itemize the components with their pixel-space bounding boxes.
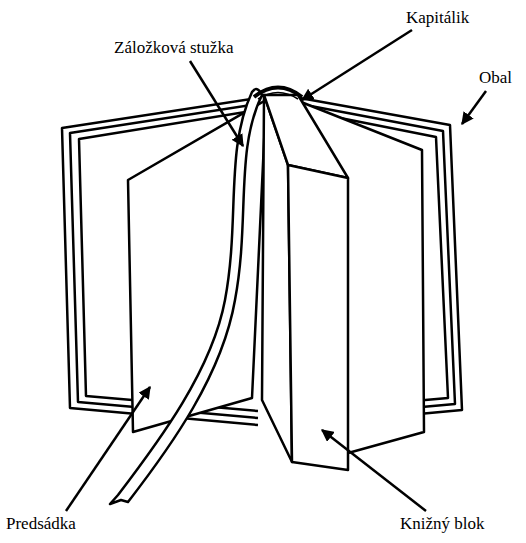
part-label: Knižný blok xyxy=(398,514,487,534)
bookmark-ribbon xyxy=(110,89,262,504)
part-label: Záložková stužka xyxy=(112,38,235,58)
book-block-top xyxy=(264,95,348,178)
headband-inner xyxy=(258,93,298,100)
book-drawing xyxy=(62,88,462,505)
leader-arrow xyxy=(66,387,150,511)
part-label: Predsádka xyxy=(4,514,78,534)
book-block-front xyxy=(288,165,348,470)
part-label: Kapitálik xyxy=(404,8,471,28)
leader-arrow xyxy=(190,61,243,146)
leader-arrow xyxy=(462,91,486,124)
part-label: Obal xyxy=(477,68,514,88)
leader-arrow xyxy=(322,430,426,511)
leader-lines xyxy=(66,30,486,511)
leader-arrow xyxy=(302,30,412,100)
